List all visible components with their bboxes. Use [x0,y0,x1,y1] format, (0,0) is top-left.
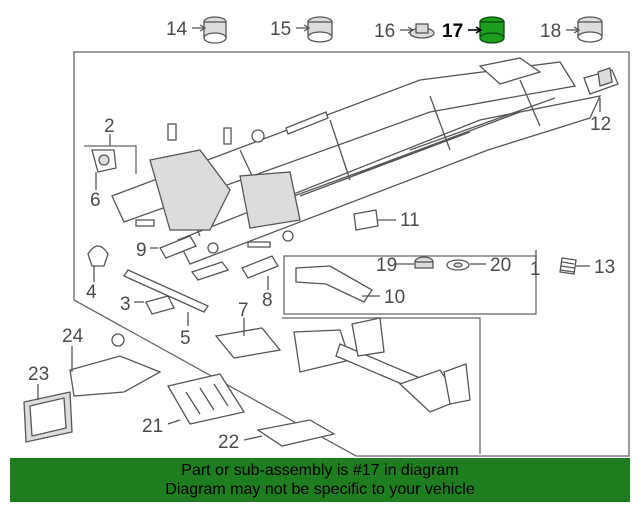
crossmember-boundary [283,255,537,315]
body-mount-16[interactable] [409,23,435,39]
callout-19: 19 [376,255,397,276]
callout-7: 7 [238,300,249,321]
callout-2: 2 [104,116,115,137]
callout-8: 8 [262,290,273,311]
bracket-24[interactable] [69,333,162,397]
link-plate [190,261,230,281]
spring-13[interactable] [559,257,577,275]
callout-21: 21 [142,416,163,437]
rear-axle-assembly[interactable] [293,317,471,413]
callout-6: 6 [90,190,101,211]
callout-5: 5 [180,328,191,349]
callout-15: 15 [270,19,291,40]
skid-plate-21[interactable] [166,373,246,425]
callout-9: 9 [136,240,147,261]
body-mount-14[interactable] [203,16,227,44]
callout-12: 12 [590,114,611,135]
body-mount-18[interactable] [577,16,603,43]
banner-line-2: Diagram may not be specific to your vehi… [165,481,475,498]
body-mount-17-highlighted[interactable] [479,16,505,44]
callout-11: 11 [400,210,420,231]
body-mount-15[interactable] [307,16,333,43]
callout-20: 20 [490,255,511,276]
link-8[interactable] [241,255,279,279]
leader-lines [37,24,601,441]
washer-19[interactable] [414,256,434,269]
callout-23: 23 [28,364,49,385]
info-banner: Part or sub-assembly is #17 in diagram D… [10,458,630,502]
pad-3[interactable] [145,295,175,315]
frame-bolts [135,111,329,254]
callout-14: 14 [166,19,188,40]
assembly-boundary [73,51,630,457]
shield-7[interactable] [214,327,282,359]
link-9[interactable] [159,235,197,259]
callout-22: 22 [218,432,239,453]
frame-bracket-12[interactable] [583,67,619,95]
callout-24: 24 [62,326,84,347]
banner-line-1: Part or sub-assembly is #17 in diagram [181,462,459,479]
callout-18: 18 [540,21,561,42]
bracket-boundary [84,145,137,174]
module-23[interactable] [23,391,73,443]
callout-3: 3 [120,294,131,315]
sub-assembly-boundary [282,317,481,454]
callout-16: 16 [374,21,395,42]
washer-20[interactable] [446,259,470,271]
rod-5[interactable] [123,269,209,313]
clip-4[interactable] [87,245,109,267]
crossmember-10[interactable] [295,265,373,303]
callout-17[interactable]: 17 [442,21,463,42]
bracket-6[interactable] [91,149,117,173]
callout-1: 1 [530,259,541,280]
callout-4: 4 [86,282,97,303]
vehicle-frame[interactable] [111,57,602,265]
callout-13: 13 [594,257,615,278]
insulator-11[interactable] [353,209,379,231]
callout-10: 10 [384,287,405,308]
skid-plate-22[interactable] [256,419,336,447]
